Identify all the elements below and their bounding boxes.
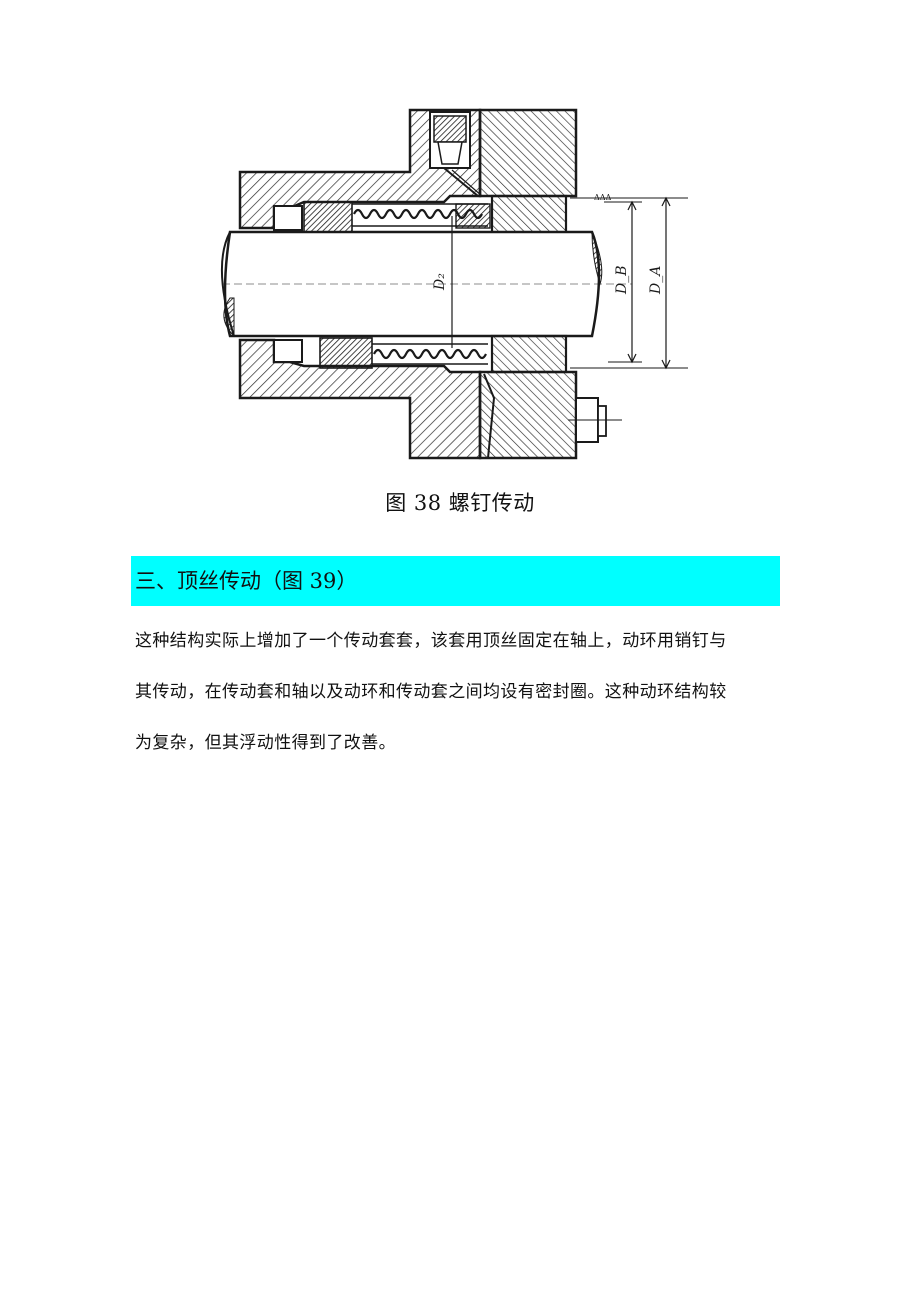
mechanical-seal-drawing: ΔΔΔ D₂ D_B D_A bbox=[220, 108, 688, 460]
paragraph-line: 其传动，在传动套和轴以及动环和传动套之间均设有密封圈。这种动环结构较 bbox=[135, 682, 727, 702]
svg-text:ΔΔΔ: ΔΔΔ bbox=[594, 193, 612, 202]
label-da: D_A bbox=[648, 266, 664, 295]
label-d2: D₂ bbox=[432, 273, 448, 291]
body-paragraph: 这种结构实际上增加了一个传动套套，该套用顶丝固定在轴上，动环用销钉与 其传动，在… bbox=[135, 619, 775, 772]
figure-caption: 图 38 螺钉传动 bbox=[385, 491, 535, 515]
figure-screw-drive-drawing: ΔΔΔ D₂ D_B D_A bbox=[212, 98, 704, 470]
gland-upper bbox=[478, 108, 578, 198]
label-db: D_B bbox=[614, 265, 630, 295]
spring-lower bbox=[373, 348, 487, 360]
rotating-ring-upper bbox=[490, 194, 568, 236]
paragraph-line: 为复杂，但其浮动性得到了改善。 bbox=[135, 733, 396, 753]
rotating-ring-lower bbox=[490, 334, 568, 374]
shaft bbox=[223, 230, 601, 338]
paragraph-line: 这种结构实际上增加了一个传动套套，该套用顶丝固定在轴上，动环用销钉与 bbox=[135, 631, 727, 651]
section-heading: 三、顶丝传动（图 39） bbox=[131, 556, 780, 606]
gland-lower bbox=[478, 370, 578, 460]
